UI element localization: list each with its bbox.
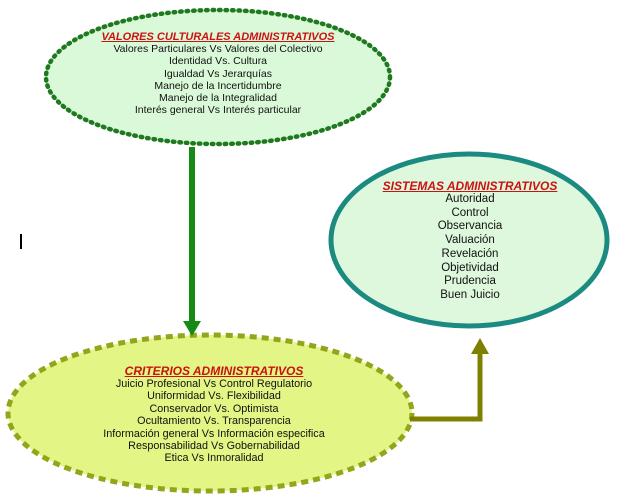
- criterios-title: CRITERIOS ADMINISTRATIVOS: [124, 364, 304, 378]
- valores-title: VALORES CULTURALES ADMINISTRATIVOS: [101, 31, 335, 43]
- list-item: Etica Vs Inmoralidad: [164, 452, 264, 465]
- arrow-valores-to-criterios: [183, 147, 201, 336]
- criterios-list: Juicio Profesional Vs Control Regulatori…: [64, 378, 364, 465]
- criterios-ellipse[interactable]: [5, 332, 415, 494]
- criterios-node: CRITERIOS ADMINISTRATIVOS Juicio Profesi…: [64, 364, 364, 465]
- list-item: Interés general Vs Interés particular: [134, 104, 302, 117]
- list-item: Responsabilidad Vs Gobernabilidad: [128, 440, 300, 453]
- list-item: Conservador Vs. Optimista: [149, 402, 279, 415]
- list-item: Valuación: [445, 234, 495, 247]
- list-item: Identidad Vs. Cultura: [168, 55, 268, 68]
- valores-list: Valores Particulares Vs Valores del Cole…: [56, 43, 380, 117]
- arrow-criterios-to-sistemas: [410, 338, 489, 422]
- list-item: Objetividad: [441, 261, 499, 274]
- sistemas-node: SISTEMAS ADMINISTRATIVOS Autoridad Contr…: [360, 179, 580, 303]
- sistemas-title: SISTEMAS ADMINISTRATIVOS: [382, 179, 558, 193]
- list-item: Información general Vs Información espec…: [103, 427, 325, 440]
- list-item: Valores Particulares Vs Valores del Cole…: [113, 43, 323, 55]
- valores-node: VALORES CULTURALES ADMINISTRATIVOS Valor…: [56, 31, 380, 117]
- sistemas-ellipse[interactable]: [328, 151, 610, 329]
- list-item: Juicio Profesional Vs Control Regulatori…: [115, 378, 313, 390]
- list-item: Manejo de la Incertidumbre: [154, 79, 282, 92]
- list-item: Igualdad Vs Jerarquías: [164, 67, 272, 80]
- list-item: Uniformidad Vs. Flexibilidad: [147, 390, 281, 403]
- list-item: Control: [451, 206, 489, 219]
- list-item: Buen Juicio: [440, 288, 500, 301]
- valores-ellipse[interactable]: [43, 7, 393, 147]
- list-item: Observancia: [437, 220, 503, 233]
- list-item: Ocultamiento Vs. Transparencia: [137, 415, 291, 428]
- sistemas-list: Autoridad Control Observancia Valuación …: [360, 193, 580, 303]
- text-cursor: [20, 234, 22, 249]
- list-item: Prudencia: [444, 275, 496, 288]
- list-item: Autoridad: [445, 193, 495, 205]
- list-item: Revelación: [441, 247, 499, 260]
- list-item: Manejo de la Integralidad: [159, 92, 277, 105]
